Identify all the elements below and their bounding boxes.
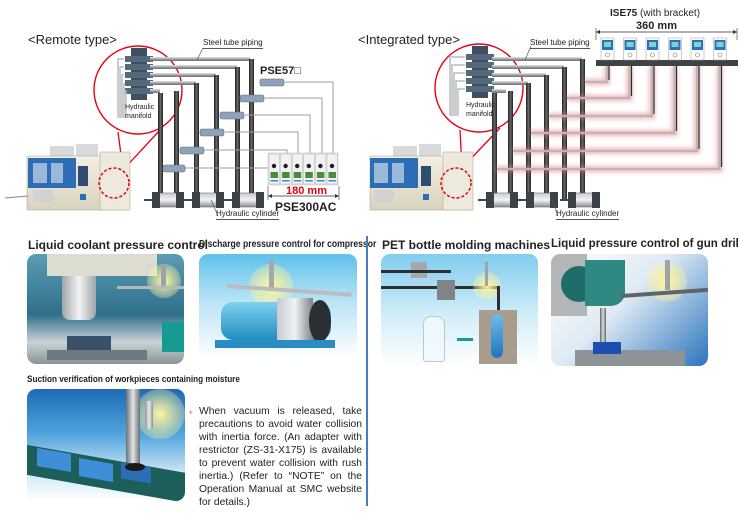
ise75-switch: [623, 37, 637, 61]
ise75-switch: [645, 37, 660, 61]
integrated-manifold-label-1: Hydraulic: [466, 102, 496, 109]
hydraulic-cylinder: [144, 192, 184, 208]
controller-unit: [303, 153, 315, 185]
integrated-switch-model: ISE75: [610, 8, 638, 19]
integrated-machine-tool: [369, 144, 474, 211]
hydraulic-cylinder: [478, 192, 518, 208]
remote-machine-tool: [4, 144, 131, 211]
pressure-line: [531, 66, 678, 136]
pet-title: PET bottle molding machines: [382, 238, 551, 252]
note-mark: *: [189, 409, 193, 419]
remote-steel-tube-label: Steel tube piping: [203, 38, 263, 49]
remote-cylinder-label: Hydraulic cylinder: [216, 209, 280, 220]
ise75-switch: [690, 37, 705, 61]
remote-dimension-label: 180 mm: [286, 185, 327, 197]
ise75-switch: [713, 37, 727, 61]
integrated-cylinder-label: Hydraulic cylinder: [556, 209, 620, 220]
remote-manifold-label-1: Hydraulic: [125, 104, 155, 111]
ise75-switch: [668, 37, 682, 61]
controller-unit: [268, 153, 280, 185]
pressure-line: [567, 66, 633, 101]
pressure-line: [585, 66, 610, 85]
integrated-switch-label: ISE75 (with bracket): [610, 8, 700, 19]
remote-dimension-arrow: [267, 186, 340, 200]
coolant-illustration: [27, 254, 184, 364]
remote-manifold-label-2: manifold: [125, 113, 152, 120]
pressure-line: [497, 66, 723, 172]
integrated-manifold-label-2: manifold: [466, 111, 493, 118]
pressure-line: [513, 66, 700, 154]
pet-illustration: [381, 254, 538, 366]
hydraulic-cylinder: [560, 192, 600, 208]
ise75-switch: [600, 37, 615, 61]
gundrill-illustration: [551, 254, 708, 366]
remote-sensors: [162, 78, 334, 173]
integrated-glow-lines: [497, 66, 723, 172]
coolant-title: Liquid coolant pressure control: [28, 238, 209, 252]
remote-controller-label: PSE300AC: [275, 200, 337, 214]
compressor-title: Discharge pressure control for compresso…: [199, 239, 377, 250]
remote-diagram: [4, 28, 738, 217]
integrated-switch-units: [596, 37, 738, 66]
controller-unit: [315, 153, 327, 185]
section-divider: [366, 236, 368, 506]
compressor-illustration: [199, 254, 357, 358]
integrated-dimension-label: 360 mm: [636, 20, 677, 32]
controller-unit: [280, 153, 292, 185]
suction-title: Suction verification of workpieces conta…: [27, 374, 240, 385]
callout-leaders: [196, 45, 559, 217]
remote-steel-pipes: [150, 57, 254, 199]
remote-hydraulic-cylinders: [144, 192, 264, 208]
suction-illustration: [27, 389, 185, 501]
controller-unit: [292, 153, 303, 185]
hydraulic-cylinder: [184, 192, 224, 208]
integrated-type-title: <Integrated type>: [358, 32, 460, 47]
integrated-hydraulic-cylinders: [478, 192, 600, 208]
integrated-steel-tube-label: Steel tube piping: [530, 38, 590, 49]
remote-controller-units: [267, 152, 339, 186]
gundrill-title: Liquid pressure control of gun drills: [551, 238, 739, 250]
integrated-dimension-arrow: [595, 28, 738, 40]
controller-unit: [326, 153, 338, 185]
remote-type-title: <Remote type>: [28, 32, 117, 47]
hydraulic-cylinder: [224, 192, 264, 208]
note-text: When vacuum is released, take precaution…: [199, 406, 362, 508]
pressure-line: [549, 66, 655, 119]
hydraulic-cylinder: [518, 192, 558, 208]
integrated-switch-note: (with bracket): [637, 8, 701, 19]
remote-sensor-label: PSE57□: [260, 65, 301, 77]
